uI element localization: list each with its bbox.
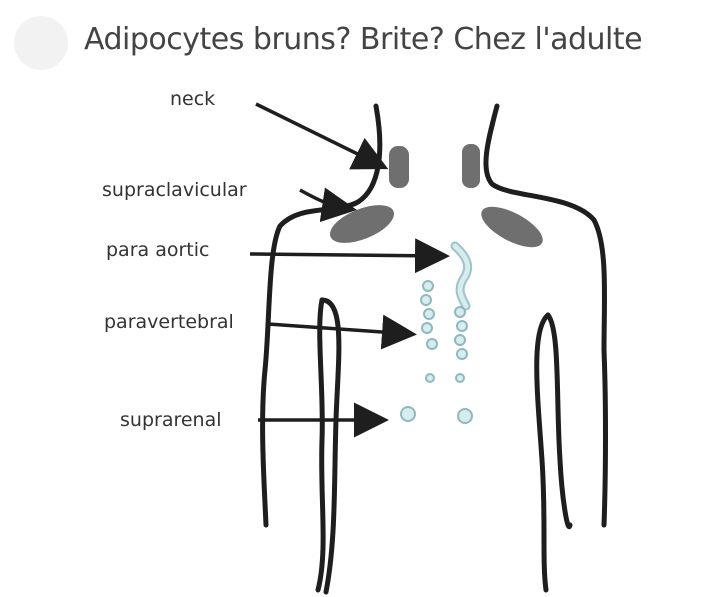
neck-fat-left (389, 146, 409, 188)
paravertebral-node-right (456, 374, 464, 382)
left-arm-outline (318, 300, 323, 590)
paravertebral-node-left (424, 309, 434, 319)
paravertebral-node-right (455, 335, 465, 345)
paravertebral-node-right (457, 321, 467, 331)
label-supraclavicular: supraclavicular (102, 179, 247, 201)
label-suprarenal: suprarenal (120, 409, 222, 431)
paravertebral-node-right (455, 307, 465, 317)
paravertebral-node-left (426, 374, 434, 382)
paravertebral-node-left (422, 323, 432, 333)
supraclavicular-fat-right (475, 199, 548, 256)
label-para-aortic: para aortic (106, 239, 209, 261)
label-neck: neck (170, 88, 215, 110)
neck-fat-right (462, 144, 480, 188)
suprarenal-node-right (458, 409, 472, 423)
paravertebral-node-left (421, 295, 431, 305)
supraclavicular-arrow (300, 190, 350, 209)
neck-arrow (256, 104, 382, 166)
right-arm-outline (537, 315, 548, 590)
paravertebral-node-left (423, 281, 433, 291)
paravertebral-node-right (457, 349, 467, 359)
paravertebral-node-left (427, 339, 437, 349)
suprarenal-node-left (401, 407, 415, 421)
label-paravertebral: paravertebral (104, 311, 234, 333)
right-arm-inner-outline (548, 315, 570, 527)
para-aortic-arrow (250, 254, 443, 256)
